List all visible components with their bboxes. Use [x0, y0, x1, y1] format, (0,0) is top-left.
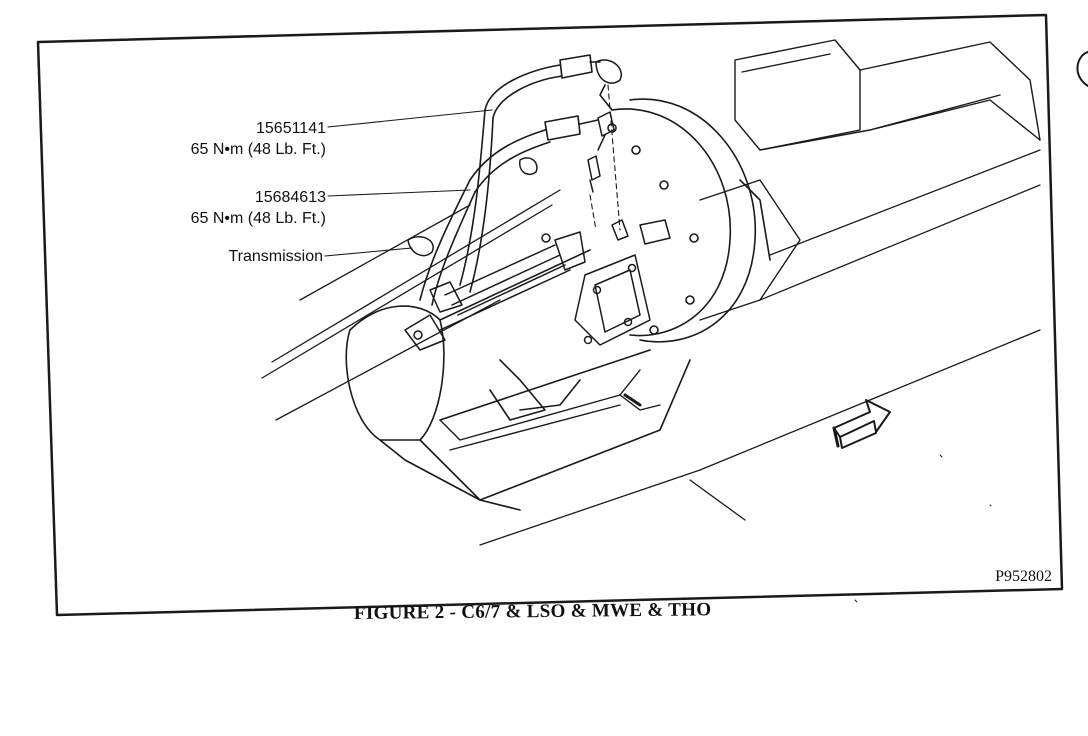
- forward-arrow-icon: [832, 399, 891, 449]
- line-connectors: [404, 157, 586, 351]
- frame-rails: [261, 149, 1041, 546]
- side-cover: [574, 219, 671, 346]
- figure-id: P952802: [995, 568, 1052, 585]
- callout-part-number: 15684613: [254, 189, 326, 206]
- cooler-line-upper: [459, 54, 601, 293]
- figure-caption: FIGURE 2 - C6/7 & LSO & MWE & THO: [353, 599, 712, 624]
- callout-part-number: 15651141: [256, 120, 326, 137]
- page-edge-mark: [1076, 51, 1088, 87]
- callout-upper-line: 15651141 65 N•m (48 Lb. Ft.): [191, 118, 326, 160]
- callout-torque: 65 N•m (48 Lb. Ft.): [190, 210, 326, 227]
- cooler-fittings: [587, 59, 629, 241]
- scan-specks: [854, 454, 992, 603]
- oil-pan: [439, 369, 661, 451]
- leader-lines: [324, 109, 493, 257]
- callout-label: Transmission: [228, 248, 323, 265]
- callout-torque: 65 N•m (48 Lb. Ft.): [190, 141, 326, 158]
- transmission-case: [345, 249, 691, 511]
- bell-housing: [599, 84, 771, 343]
- callout-lower-line: 15684613 65 N•m (48 Lb. Ft.): [191, 187, 326, 229]
- engine-block: [699, 39, 1041, 321]
- callout-transmission: Transmission: [228, 246, 323, 267]
- cooler-line-lower: [419, 115, 599, 306]
- figure-border: [36, 13, 1064, 617]
